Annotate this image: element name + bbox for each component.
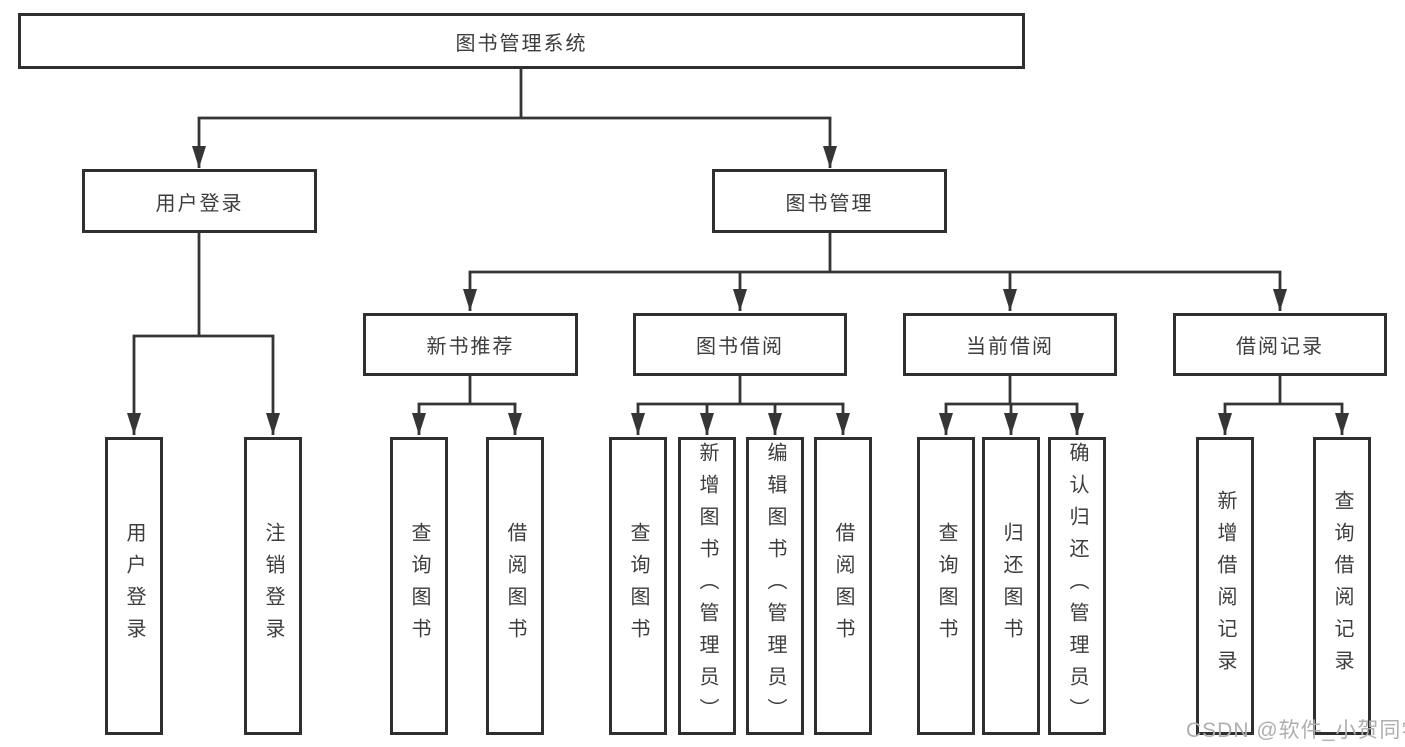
- node-book-management: 图书管理: [712, 169, 947, 233]
- leaf-user-login: 用户登录: [105, 437, 163, 735]
- leaf-add-books-admin: 新增图书（管理员）: [678, 437, 736, 735]
- connector-trunks: [132, 67, 1344, 406]
- node-label: 当前借阅: [966, 336, 1054, 358]
- node-label: 归还图书: [1000, 522, 1022, 650]
- node-label: 查询图书: [627, 522, 649, 650]
- leaf-logout: 注销登录: [244, 437, 302, 735]
- node-user-login: 用户登录: [82, 169, 317, 233]
- leaf-borrow-books-newbooks: 借阅图书: [486, 437, 544, 735]
- node-label: 查询图书: [935, 522, 957, 650]
- node-label: 图书管理: [785, 192, 874, 215]
- node-label: 图书借阅: [696, 336, 784, 358]
- node-label: 用户登录: [155, 192, 244, 215]
- node-label: 借阅图书: [832, 522, 854, 650]
- leaf-confirm-return-admin: 确认归还（管理员）: [1048, 437, 1106, 735]
- node-label: 新增图书（管理员）: [696, 442, 718, 730]
- node-label: 图书管理系统: [455, 32, 588, 55]
- node-borrowing-records: 借阅记录: [1173, 313, 1387, 376]
- node-label: 注销登录: [262, 522, 284, 650]
- node-label: 查询借阅记录: [1331, 490, 1353, 682]
- leaf-query-books-borrowing: 查询图书: [609, 437, 667, 735]
- node-label: 查询图书: [408, 522, 430, 650]
- node-label: 确认归还（管理员）: [1066, 442, 1088, 730]
- node-label: 新增借阅记录: [1214, 490, 1236, 682]
- node-label: 用户登录: [123, 522, 145, 650]
- node-label: 新书推荐: [426, 336, 515, 358]
- leaf-add-borrow-record: 新增借阅记录: [1196, 437, 1254, 735]
- leaf-edit-books-admin: 编辑图书（管理员）: [746, 437, 804, 735]
- leaf-query-books-current: 查询图书: [917, 437, 975, 735]
- leaf-query-borrow-record: 查询借阅记录: [1313, 437, 1371, 735]
- node-label: 借阅记录: [1236, 336, 1324, 358]
- leaf-borrow-books-borrowing: 借阅图书: [814, 437, 872, 735]
- node-new-book-recommendation: 新书推荐: [363, 313, 578, 376]
- connector-arrows: [127, 118, 1349, 435]
- node-current-borrowing: 当前借阅: [903, 313, 1117, 376]
- node-library-management-system: 图书管理系统: [18, 13, 1025, 69]
- watermark-text: CSDN @软件_小贺同学: [1186, 719, 1405, 742]
- node-label: 借阅图书: [504, 522, 526, 650]
- node-label: 编辑图书（管理员）: [764, 442, 786, 730]
- node-book-borrowing: 图书借阅: [633, 313, 847, 376]
- leaf-query-books-newbooks: 查询图书: [390, 437, 448, 735]
- leaf-return-books: 归还图书: [982, 437, 1040, 735]
